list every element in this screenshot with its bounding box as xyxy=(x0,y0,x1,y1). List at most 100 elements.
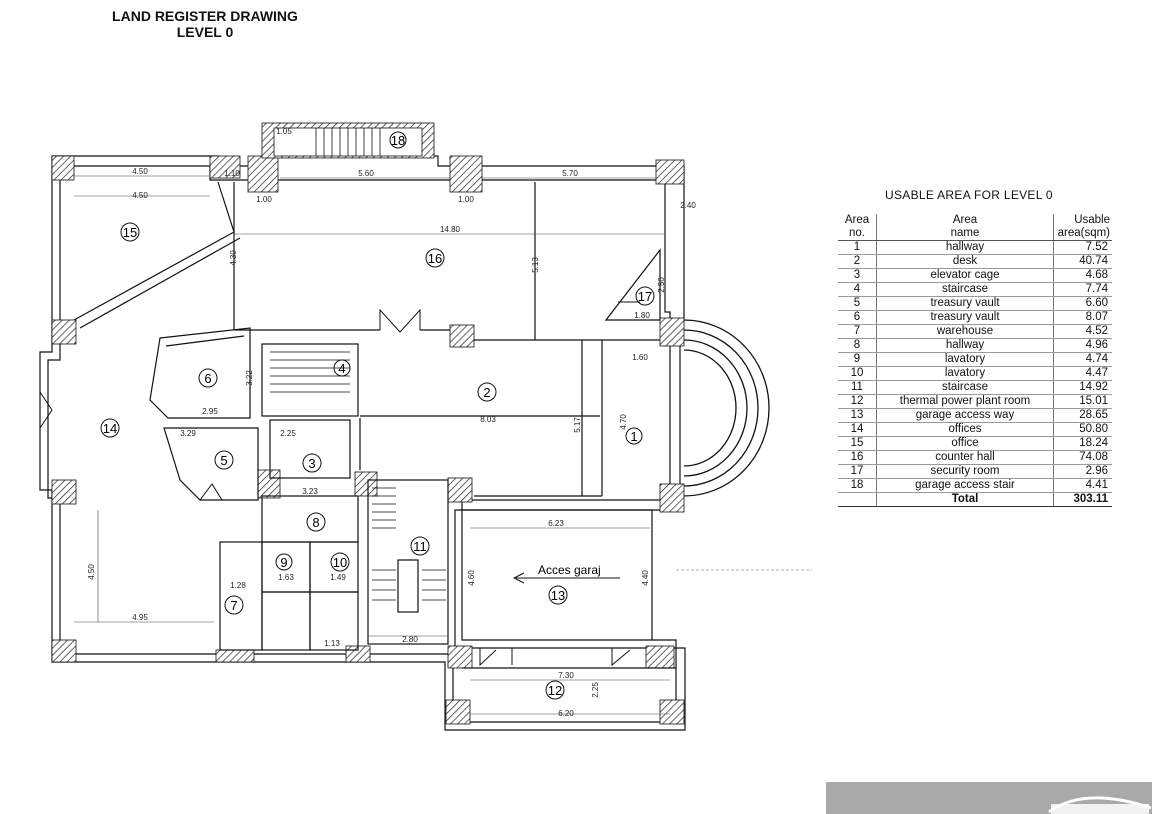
area-name-cell: garage access stair xyxy=(876,478,1054,493)
wall-hatching xyxy=(51,122,685,725)
annotation-acces-garaj: Acces garaj xyxy=(538,563,601,577)
dim-label: 1.05 xyxy=(276,127,292,136)
area-name-cell: office xyxy=(876,436,1054,451)
dim-label: 1.80 xyxy=(634,311,650,320)
area-value-cell: 4.74 xyxy=(1053,352,1112,367)
area-value-cell: 74.08 xyxy=(1053,450,1112,465)
dim-label: 1.63 xyxy=(278,573,294,582)
area-no-cell: 7 xyxy=(838,324,877,339)
area-value-cell: 4.47 xyxy=(1053,366,1112,381)
area-no-cell: 10 xyxy=(838,366,877,381)
area-no-cell: 5 xyxy=(838,296,877,311)
area-name-cell: thermal power plant room xyxy=(876,394,1054,409)
dim-label: 2.80 xyxy=(402,635,418,644)
dim-label: 1.00 xyxy=(256,195,272,204)
area-value-cell: 4.52 xyxy=(1053,324,1112,339)
area-name-cell: lavatory xyxy=(876,366,1054,381)
room-label-5: 5 xyxy=(214,450,234,470)
header-area-no: Area no. xyxy=(838,214,877,241)
dim-label: 2.95 xyxy=(202,407,218,416)
area-value-cell: 2.96 xyxy=(1053,464,1112,479)
dim-label: 6.20 xyxy=(558,709,574,718)
table-total-row: Total 303.11 xyxy=(838,492,1112,507)
area-no-cell: 6 xyxy=(838,310,877,325)
dim-label: 2.50 xyxy=(657,277,666,293)
area-value-cell: 4.41 xyxy=(1053,478,1112,493)
room-label-12: 12 xyxy=(545,680,565,700)
room-number: 12 xyxy=(548,683,562,698)
room-label-18: 18 xyxy=(389,131,407,149)
area-no-cell: 17 xyxy=(838,464,877,479)
bay-window xyxy=(683,319,770,497)
dim-label: 2.25 xyxy=(591,682,600,698)
area-no-cell: 4 xyxy=(838,282,877,297)
dim-label: 5.13 xyxy=(531,257,540,273)
drawing-title-line1: LAND REGISTER DRAWING xyxy=(112,8,298,24)
area-value-cell: 7.52 xyxy=(1053,240,1112,255)
area-name-cell: treasury vault xyxy=(876,310,1054,325)
room-number: 14 xyxy=(103,421,117,436)
dim-label: 1.13 xyxy=(324,639,340,648)
total-area: 303.11 xyxy=(1053,492,1112,507)
area-no-cell: 13 xyxy=(838,408,877,423)
dim-label: 5.70 xyxy=(562,169,578,178)
room-label-16: 16 xyxy=(425,248,445,268)
area-value-cell: 6.60 xyxy=(1053,296,1112,311)
area-name-cell: staircase xyxy=(876,282,1054,297)
area-no-cell: 18 xyxy=(838,478,877,493)
dim-label: 4.50 xyxy=(132,167,148,176)
room-label-6: 6 xyxy=(198,368,218,388)
dim-label: 3.22 xyxy=(245,370,254,386)
dim-label: 2.25 xyxy=(280,429,296,438)
area-no-cell: 2 xyxy=(838,254,877,269)
dim-label: 5.17 xyxy=(573,417,582,433)
area-name-cell: hallway xyxy=(876,338,1054,353)
dimension-lines xyxy=(74,175,670,715)
room-labels: 15 16 17 18 6 4 2 14 1 5 3 8 11 9 10 7 1… xyxy=(100,131,655,700)
dim-label: 4.50 xyxy=(132,191,148,200)
room-label-10: 10 xyxy=(330,552,350,572)
area-no-cell: 15 xyxy=(838,436,877,451)
room-number: 13 xyxy=(551,588,565,603)
room-number: 16 xyxy=(428,251,442,266)
room-number: 5 xyxy=(220,453,227,468)
room-label-2: 2 xyxy=(477,382,497,402)
area-value-cell: 40.74 xyxy=(1053,254,1112,269)
table-header-row: Area no. Area name Usable area(sqm) xyxy=(838,214,1112,241)
room-number: 3 xyxy=(308,456,315,471)
dim-label: 1.10 xyxy=(224,169,240,178)
room-number: 4 xyxy=(338,361,345,376)
area-value-cell: 4.96 xyxy=(1053,338,1112,353)
dim-label: 4.70 xyxy=(619,414,628,430)
area-no-cell: 3 xyxy=(838,268,877,283)
room-number: 2 xyxy=(483,385,490,400)
room-label-13: 13 xyxy=(548,585,568,605)
area-name-cell: staircase xyxy=(876,380,1054,395)
area-value-cell: 18.24 xyxy=(1053,436,1112,451)
room-label-7: 7 xyxy=(224,595,244,615)
area-no-cell: 14 xyxy=(838,422,877,437)
room-number: 17 xyxy=(638,289,652,304)
area-value-cell: 50.80 xyxy=(1053,422,1112,437)
header-usable-area: Usable area(sqm) xyxy=(1053,214,1112,241)
area-name-cell: hallway xyxy=(876,240,1054,255)
room-label-4: 4 xyxy=(333,359,351,377)
area-name-cell: garage access way xyxy=(876,408,1054,423)
room-number: 18 xyxy=(391,133,405,148)
dim-label: 6.23 xyxy=(548,519,564,528)
area-no-cell: 8 xyxy=(838,338,877,353)
drawing-title-line2: LEVEL 0 xyxy=(176,24,234,40)
